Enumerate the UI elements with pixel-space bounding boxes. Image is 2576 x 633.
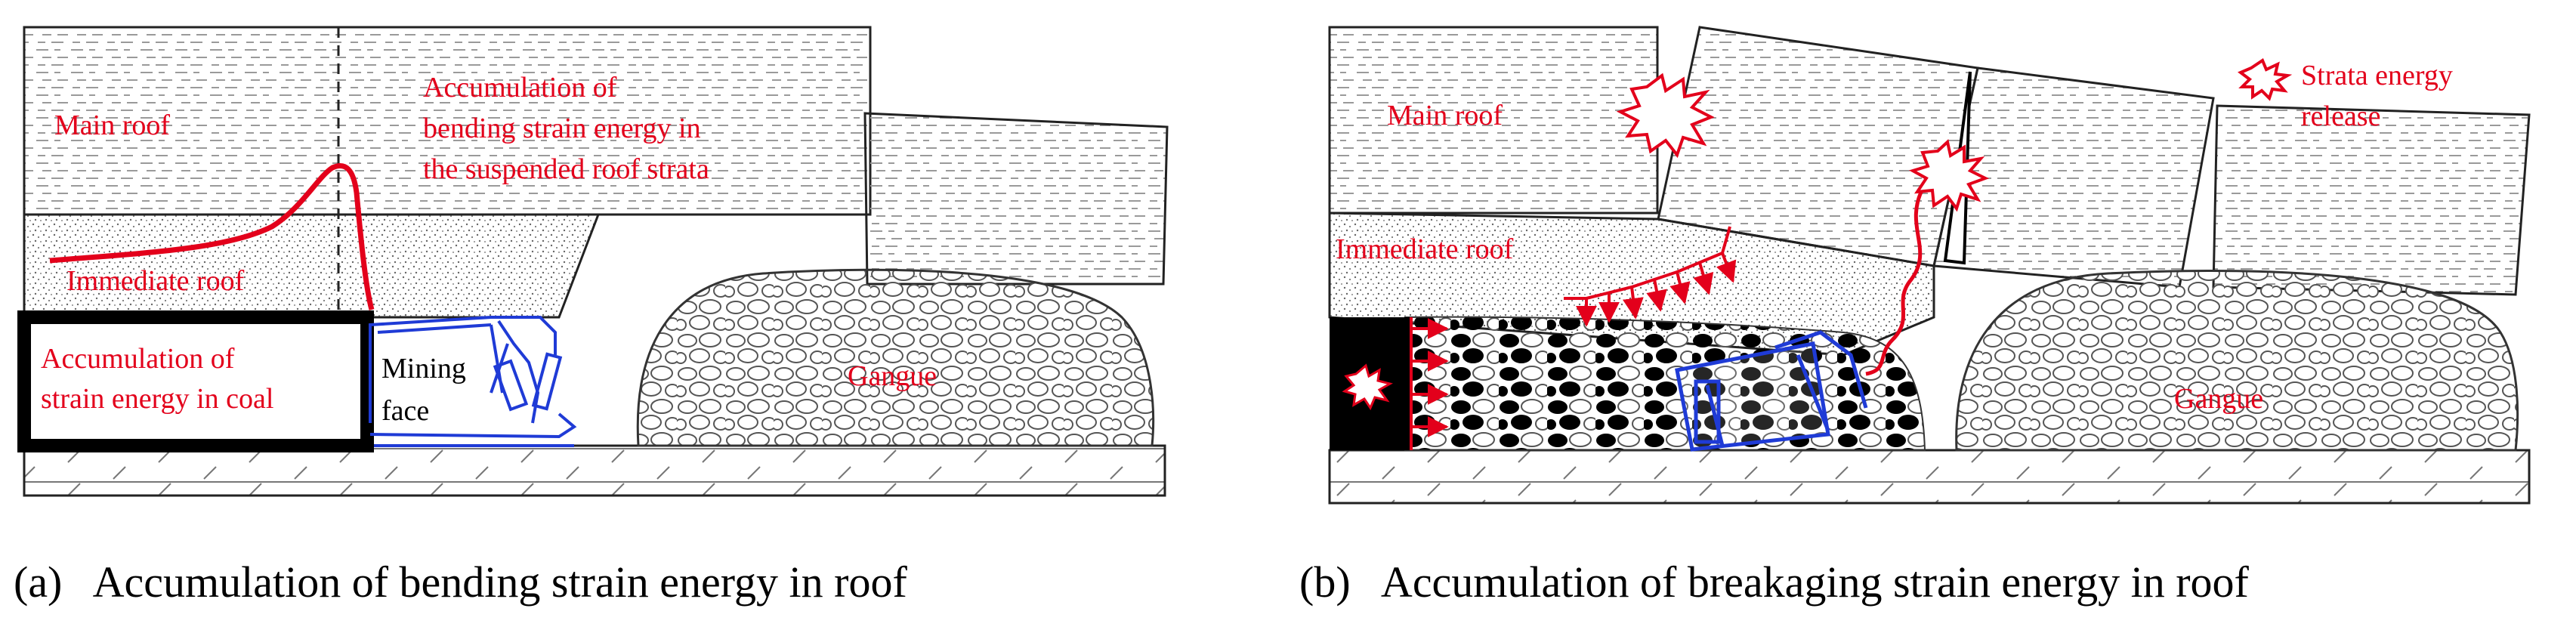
label-coal-note-2: strain energy in coal [41,383,273,415]
label-coal-note-1: Accumulation of [41,343,235,375]
energy-burst-icon-coal [1342,363,1393,411]
label-mining-face-2: face [381,395,429,427]
label-main-roof-b: Main roof [1387,100,1503,131]
label-release-note-1: Strata energy [2301,60,2453,91]
force-arrows-roof [1564,226,1737,327]
floor-stratum-b [1328,449,2531,505]
label-suspended-note-3: the suspended roof strata [423,153,709,185]
panel-a: Main roof Accumulation of bending strain… [14,26,1169,607]
force-arrows-coal [1410,317,1449,450]
label-gangue-a: Gangue [848,360,937,392]
main-roof-block [23,26,872,216]
hydraulic-support-icon [369,316,577,447]
energy-path [1865,187,1925,376]
label-immediate-roof-a: Immediate roof [66,265,245,297]
gangue-pile [636,268,1155,447]
caption-b: (b) Accumulation of breakaging strain en… [1299,557,2250,607]
immediate-roof-block [23,213,601,319]
coal-seam [17,310,374,452]
main-roof-block-b4 [2212,104,2531,296]
label-gangue-b: Gangue [2174,383,2263,415]
label-main-roof-a: Main roof [54,110,170,141]
floor-stratum [23,444,1166,497]
hydraulic-support-icon-b [1675,330,1868,452]
energy-burst-icon-2 [1908,139,1990,212]
energy-burst-icon-1 [1616,73,1715,159]
caption-a: (a) Accumulation of bending strain energ… [14,557,907,607]
gangue-pile-b [1955,270,2519,452]
main-roof-broken-block [863,112,1169,286]
label-release-note-2: release [2301,100,2380,132]
label-mining-face-1: Mining [381,353,466,384]
label-suspended-note-1: Accumulation of [423,72,617,103]
caved-zone [1404,316,1926,451]
stress-curve [49,163,375,310]
label-suspended-note-2: bending strain energy in [423,113,701,144]
panel-b: Main roof Strata energy release Immediat… [1299,26,2531,607]
label-immediate-roof-b: Immediate roof [1336,233,1514,265]
energy-burst-icon-3 [2238,57,2293,101]
